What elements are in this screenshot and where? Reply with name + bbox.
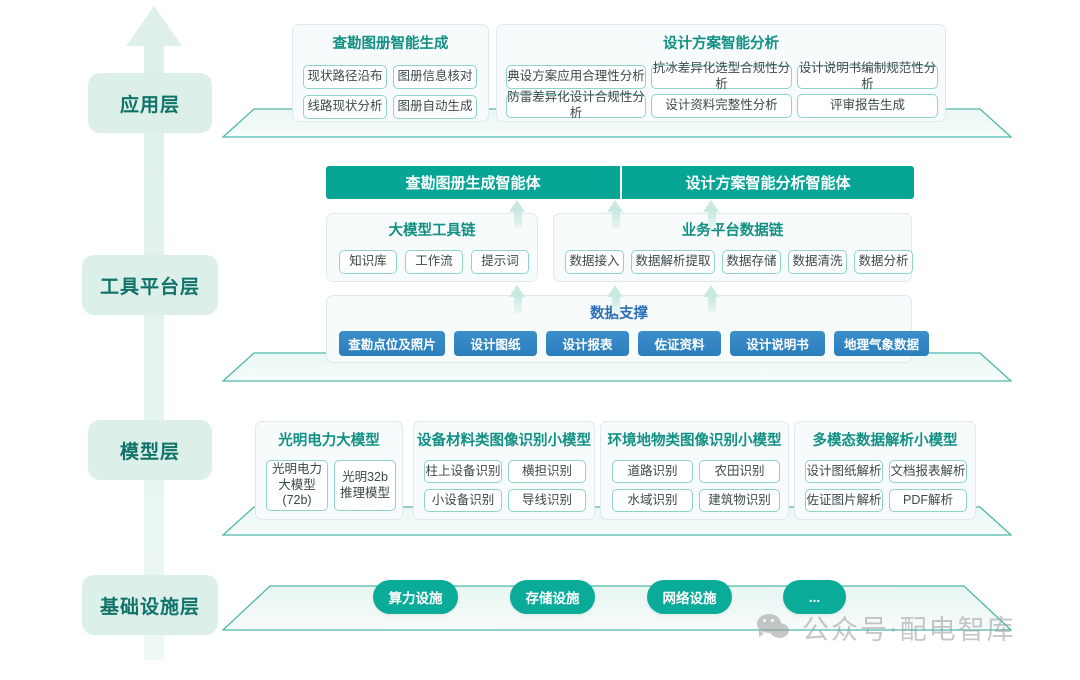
app-item[interactable]: 设计资料完整性分析 xyxy=(651,94,792,118)
chain-llm-toolchain: 大模型工具链 知识库 工作流 提示词 xyxy=(326,213,538,282)
flow-arrow-icon xyxy=(509,285,526,313)
data-support-item[interactable]: 设计图纸 xyxy=(454,331,537,356)
model-item[interactable]: 道路识别 xyxy=(612,460,693,483)
app-group-survey-atlas: 查勘图册智能生成 现状路径沿布 图册信息核对 线路现状分析 图册自动生成 xyxy=(292,24,489,122)
upward-flow-arrow-icon xyxy=(126,0,182,660)
group-title: 业务平台数据链 xyxy=(681,223,784,239)
group-title: 查勘图册智能生成 xyxy=(332,36,449,52)
group-title: 多模态数据解析小模型 xyxy=(812,433,958,449)
chain-item[interactable]: 数据接入 xyxy=(565,250,624,274)
group-title: 数据支撑 xyxy=(590,306,648,322)
flow-arrow-icon xyxy=(607,285,624,313)
infra-item-compute[interactable]: 算力设施 xyxy=(373,580,458,614)
app-item[interactable]: 图册信息核对 xyxy=(393,65,477,89)
flow-arrow-icon xyxy=(703,285,720,313)
watermark: 公众号·配电智库 xyxy=(757,608,1016,647)
chain-item[interactable]: 工作流 xyxy=(405,250,463,274)
app-group-design-analysis: 设计方案智能分析 典设方案应用合理性分析 抗冰差异化选型合规性分析 设计说明书编… xyxy=(496,24,946,122)
data-support-item[interactable]: 佐证资料 xyxy=(638,331,721,356)
model-item[interactable]: 光明电力大模型(72b) xyxy=(266,460,328,511)
agent-survey-atlas-generation[interactable]: 查勘图册生成智能体 xyxy=(326,166,620,199)
infra-item-storage[interactable]: 存储设施 xyxy=(510,580,595,614)
model-group-equipment-image: 设备材料类图像识别小模型 柱上设备识别 横担识别 小设备识别 导线识别 xyxy=(413,421,595,520)
flow-arrow-icon xyxy=(607,200,624,228)
app-item[interactable]: 抗冰差异化选型合规性分析 xyxy=(651,61,792,91)
layer-label-infrastructure: 基础设施层 xyxy=(82,575,218,635)
layer-label-model: 模型层 xyxy=(88,420,212,480)
chain-item[interactable]: 提示词 xyxy=(471,250,529,274)
layer-label-application: 应用层 xyxy=(88,73,212,133)
data-support-panel: 数据支撑 查勘点位及照片 设计图纸 设计报表 佐证资料 设计说明书 地理气象数据 xyxy=(326,295,929,363)
flow-arrow-icon xyxy=(509,200,526,228)
data-support-item[interactable]: 设计报表 xyxy=(546,331,629,356)
data-support-item[interactable]: 设计说明书 xyxy=(730,331,825,356)
app-item[interactable]: 图册自动生成 xyxy=(393,95,477,119)
app-item[interactable]: 防雷差异化设计合规性分析 xyxy=(506,90,646,120)
data-support-item[interactable]: 查勘点位及照片 xyxy=(339,331,445,356)
group-title: 光明电力大模型 xyxy=(278,433,380,449)
model-item[interactable]: 农田识别 xyxy=(699,460,780,483)
chain-item[interactable]: 数据解析提取 xyxy=(631,250,715,274)
watermark-text: 公众号·配电智库 xyxy=(802,615,1016,646)
model-item[interactable]: 设计图纸解析 xyxy=(805,460,883,483)
data-support-item[interactable]: 地理气象数据 xyxy=(834,331,929,356)
app-item[interactable]: 线路现状分析 xyxy=(303,95,387,119)
model-group-multimodal-parsing: 多模态数据解析小模型 设计图纸解析 文档报表解析 佐证图片解析 PDF解析 xyxy=(794,421,976,520)
model-item[interactable]: 小设备识别 xyxy=(424,489,502,512)
model-item[interactable]: 水域识别 xyxy=(612,489,693,512)
chain-item[interactable]: 知识库 xyxy=(339,250,397,274)
app-item[interactable]: 典设方案应用合理性分析 xyxy=(506,65,646,89)
agent-design-scheme-analysis[interactable]: 设计方案智能分析智能体 xyxy=(620,166,914,199)
model-group-environment-image: 环境地物类图像识别小模型 道路识别 农田识别 水域识别 建筑物识别 xyxy=(600,421,789,520)
group-title: 大模型工具链 xyxy=(388,223,476,239)
chain-item[interactable]: 数据分析 xyxy=(854,250,913,274)
chain-item[interactable]: 数据存储 xyxy=(722,250,781,274)
model-item[interactable]: 文档报表解析 xyxy=(889,460,967,483)
flow-arrow-icon xyxy=(703,200,720,228)
model-item[interactable]: 横担识别 xyxy=(508,460,586,483)
app-item[interactable]: 设计说明书编制规范性分析 xyxy=(797,61,938,91)
model-item[interactable]: PDF解析 xyxy=(889,489,967,512)
group-title: 设备材料类图像识别小模型 xyxy=(417,433,591,449)
layer-label-tool-platform: 工具平台层 xyxy=(82,255,218,315)
model-item[interactable]: 光明32b推理模型 xyxy=(334,460,396,511)
chain-item[interactable]: 数据清洗 xyxy=(788,250,847,274)
model-item[interactable]: 导线识别 xyxy=(508,489,586,512)
model-group-guangming-llm: 光明电力大模型 光明电力大模型(72b) 光明32b推理模型 xyxy=(255,421,403,520)
model-item[interactable]: 佐证图片解析 xyxy=(805,489,883,512)
app-item[interactable]: 评审报告生成 xyxy=(797,94,938,118)
model-item[interactable]: 柱上设备识别 xyxy=(424,460,502,483)
app-item[interactable]: 现状路径沿布 xyxy=(303,65,387,89)
group-title: 设计方案智能分析 xyxy=(663,36,779,52)
group-title: 环境地物类图像识别小模型 xyxy=(607,433,782,449)
wechat-icon xyxy=(757,614,791,641)
infra-item-more[interactable]: ... xyxy=(783,580,846,614)
model-item[interactable]: 建筑物识别 xyxy=(699,489,780,512)
infra-item-network[interactable]: 网络设施 xyxy=(647,580,732,614)
